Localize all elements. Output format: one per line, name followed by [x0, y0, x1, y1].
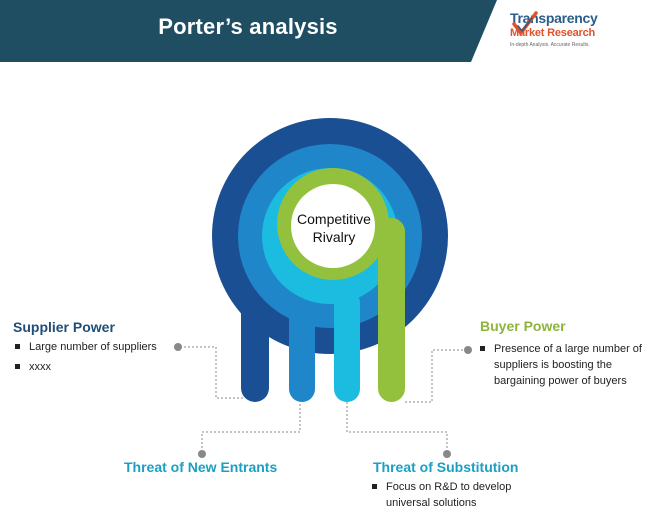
connector-dot-substitution — [443, 450, 451, 458]
connector-dot-buyer — [464, 346, 472, 354]
logo-word-market-research: Market Research — [510, 27, 596, 39]
buyer-power-bullets: Presence of a large number of suppliers … — [478, 341, 646, 389]
header-band: Porter’s analysis Transparency Market Re… — [0, 0, 650, 62]
center-disc — [291, 184, 375, 268]
supplier-power-title: Supplier Power — [13, 319, 115, 335]
substitution-bullets: Focus on R&D to develop universal soluti… — [370, 479, 540, 511]
connector-substitution — [346, 402, 448, 452]
new-entrants-title: Threat of New Entrants — [124, 459, 278, 475]
company-logo: Transparency Market Research In-depth An… — [510, 10, 645, 58]
checkmark-icon — [512, 11, 538, 35]
center-label-line2: Rivalry — [312, 229, 356, 245]
connector-supplier — [180, 346, 245, 399]
center-label: Competitive Rivalry — [288, 210, 380, 246]
connector-dot-supplier — [174, 343, 182, 351]
supplier-power-bullets: Large number of suppliers xxxx — [13, 339, 178, 375]
buyer-bullet-1: Presence of a large number of suppliers … — [478, 341, 646, 389]
header-background — [0, 0, 497, 62]
substitution-title: Threat of Substitution — [373, 459, 519, 475]
logo-word-transparency: Transparency — [510, 10, 598, 26]
connector-new-entrants — [201, 402, 301, 452]
connector-buyer — [405, 349, 466, 403]
connector-dot-new-entrants — [198, 450, 206, 458]
supplier-bullet-1: Large number of suppliers — [13, 339, 178, 355]
center-label-line1: Competitive — [297, 211, 371, 227]
substitution-bullet-1: Focus on R&D to develop universal soluti… — [370, 479, 540, 511]
logo-tagline: In-depth Analysis. Accurate Results. — [510, 42, 590, 48]
supplier-bullet-2: xxxx — [13, 359, 178, 375]
buyer-power-title: Buyer Power — [480, 318, 566, 334]
page-title: Porter’s analysis — [158, 14, 338, 39]
